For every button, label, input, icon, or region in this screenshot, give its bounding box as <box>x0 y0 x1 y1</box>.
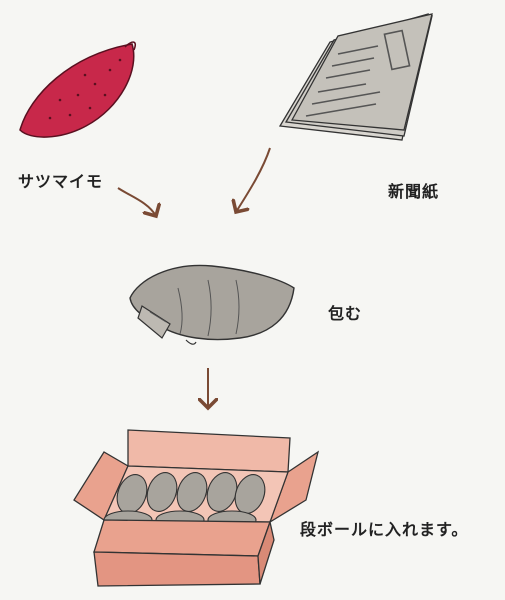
sweet-potato-illustration <box>19 41 137 138</box>
arrow-from-newspaper <box>236 147 271 212</box>
sweet-potato-label: サツマイモ <box>18 172 104 191</box>
newspaper-illustration <box>278 13 433 141</box>
wrapped-sweet-potato-illustration <box>129 264 295 345</box>
box-label: 段ボールに入れます。 <box>300 520 469 539</box>
arrow-from-sweet-potato <box>117 187 156 216</box>
wrap-label: 包む <box>328 304 363 323</box>
cardboard-box-illustration <box>73 429 320 587</box>
newspaper-label: 新聞紙 <box>388 182 440 201</box>
